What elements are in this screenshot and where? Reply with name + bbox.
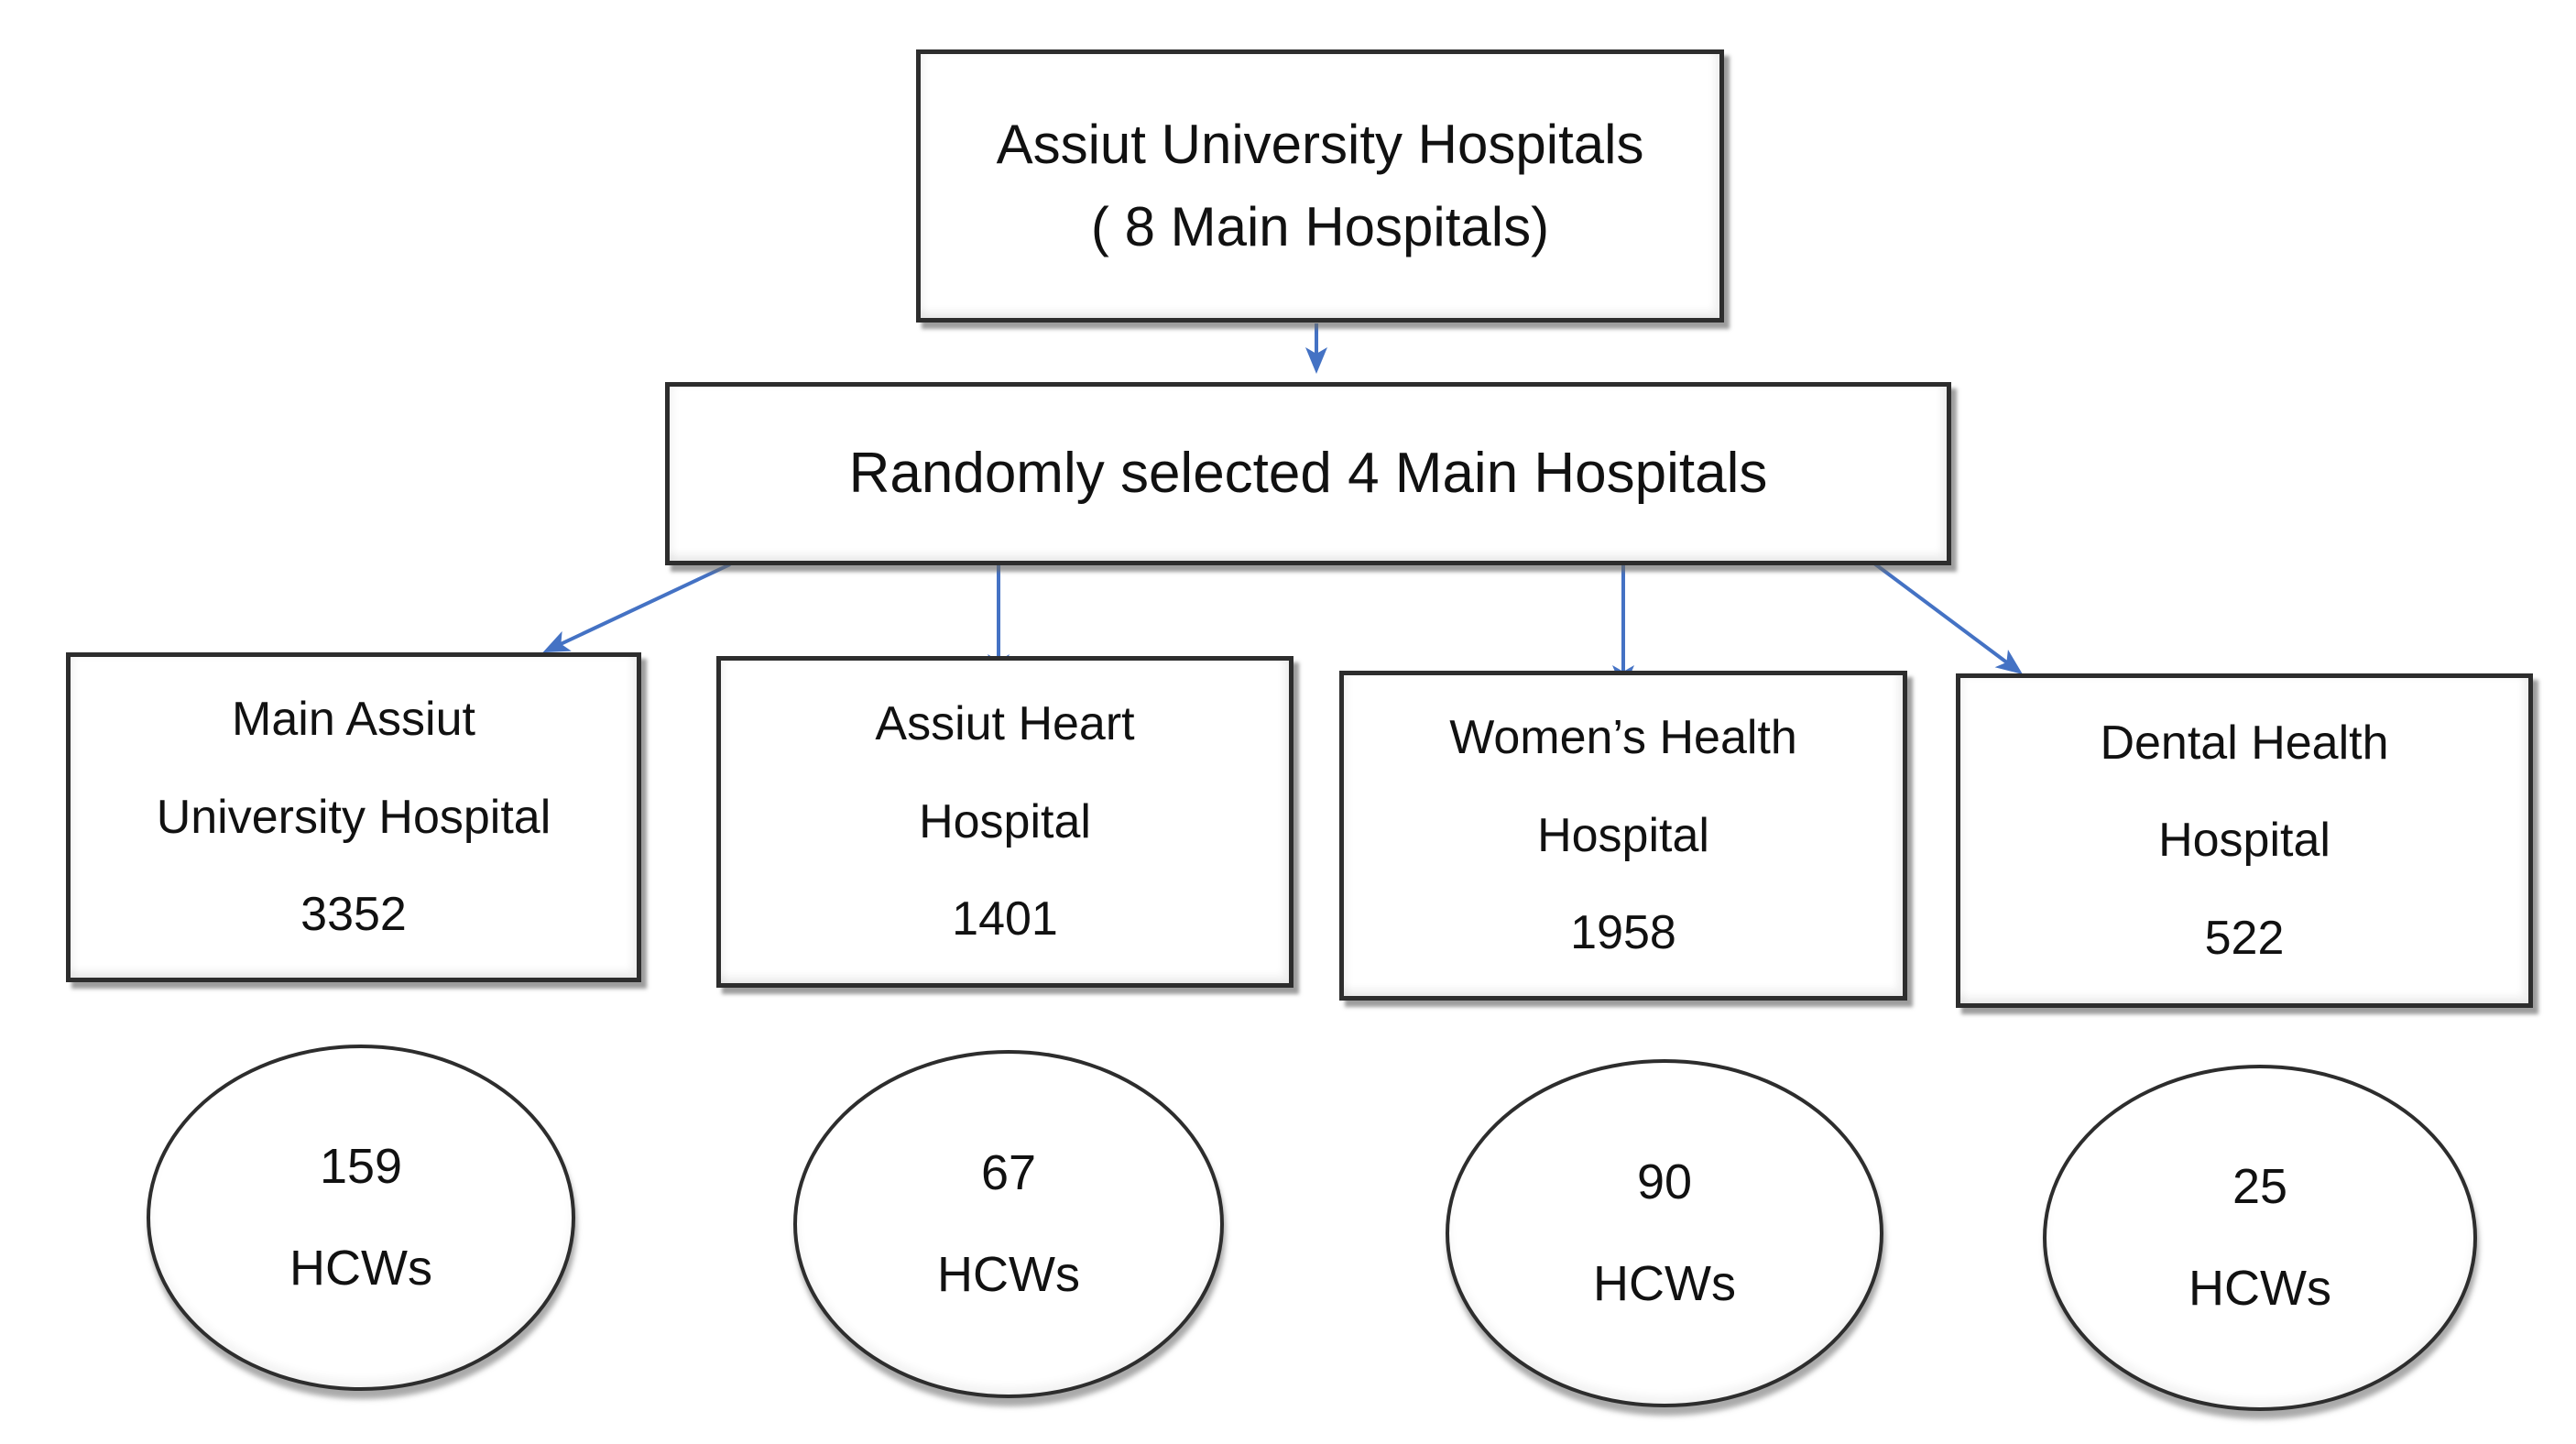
node-randomly-selected: Randomly selected 4 Main Hospitals — [665, 382, 1951, 565]
hospital-name-line: University Hospital — [156, 790, 551, 844]
hospital-name-line: Women’s Health — [1449, 711, 1797, 765]
node-assiut-university-hospitals: Assiut University Hospitals ( 8 Main Hos… — [916, 49, 1724, 323]
oval-main-assiut-hcws: 159 HCWs — [147, 1045, 575, 1391]
arrow-selection-to-main-assiut — [542, 563, 731, 653]
hospital-total-staff: 3352 — [300, 888, 407, 942]
hcw-label: HCWs — [289, 1241, 432, 1296]
hcw-label: HCWs — [1593, 1256, 1736, 1311]
arrow-selection-to-dental-health — [1869, 559, 2024, 674]
node-womens-health-hospital: Women’s Health Hospital 1958 — [1339, 671, 1907, 1001]
node-dental-health-hospital: Dental Health Hospital 522 — [1956, 673, 2533, 1008]
root-name-line: Assiut University Hospitals — [996, 114, 1644, 175]
hcw-label: HCWs — [2189, 1261, 2331, 1316]
hospital-name-line: Hospital — [2158, 814, 2330, 868]
hospital-name-line: Hospital — [919, 794, 1091, 848]
hcw-label: HCWs — [937, 1247, 1080, 1302]
hospital-name-line: Hospital — [1537, 808, 1709, 862]
oval-womens-health-hcws: 90 HCWs — [1446, 1059, 1883, 1407]
hospital-total-staff: 1401 — [952, 892, 1058, 946]
node-assiut-heart-hospital: Assiut Heart Hospital 1401 — [716, 656, 1293, 988]
hospital-name-line: Assiut Heart — [875, 697, 1135, 751]
hcw-count: 67 — [980, 1145, 1037, 1201]
hcw-count: 25 — [2232, 1159, 2288, 1215]
hospital-name-line: Dental Health — [2100, 716, 2389, 770]
oval-dental-health-hcws: 25 HCWs — [2043, 1065, 2477, 1411]
hcw-count: 159 — [319, 1139, 403, 1195]
hospital-total-staff: 1958 — [1570, 906, 1676, 960]
node-main-assiut-university-hospital: Main Assiut University Hospital 3352 — [66, 652, 641, 982]
hcw-count: 90 — [1636, 1154, 1693, 1210]
hospital-name-line: Main Assiut — [232, 693, 475, 747]
hospital-total-staff: 522 — [2204, 911, 2285, 965]
selection-label: Randomly selected 4 Main Hospitals — [848, 441, 1768, 505]
oval-assiut-heart-hcws: 67 HCWs — [793, 1050, 1224, 1398]
root-count-line: ( 8 Main Hospitals) — [1090, 196, 1550, 257]
